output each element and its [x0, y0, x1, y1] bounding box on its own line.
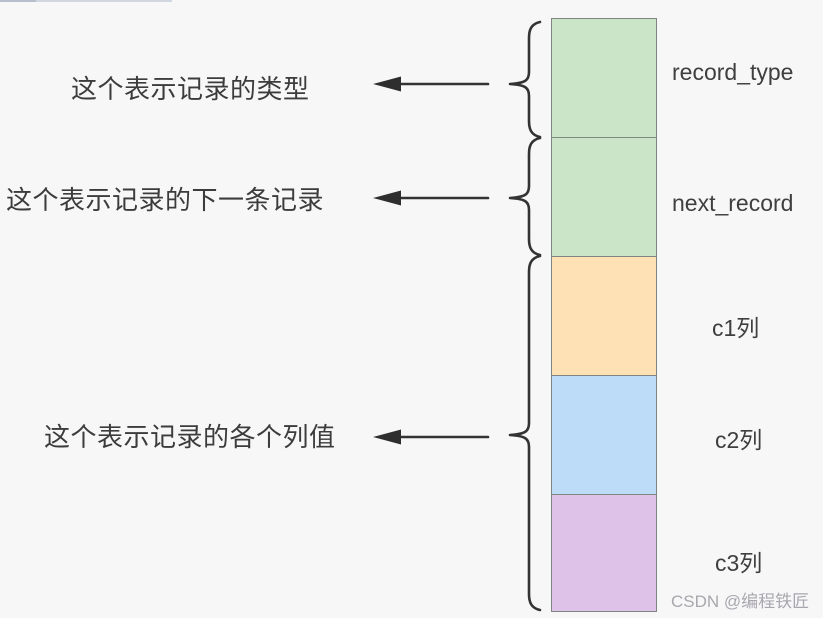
block-c2-column [551, 375, 657, 495]
annotation-record-type: 这个表示记录的类型 [71, 74, 310, 104]
top-edge-artifact [0, 0, 172, 2]
block-c1-column [551, 256, 657, 376]
block-label-next-record: next_record [672, 190, 794, 216]
annotation-next-record: 这个表示记录的下一条记录 [6, 185, 325, 215]
block-c3-column [551, 494, 657, 612]
block-label-c3-column: c3列 [715, 550, 763, 576]
annotation-columns: 这个表示记录的各个列值 [44, 422, 336, 452]
block-next-record [551, 137, 657, 257]
brace-next-record [508, 136, 542, 257]
arrow-next-record-head-icon [373, 190, 401, 206]
watermark: CSDN @编程铁匠 [671, 592, 810, 611]
arrow-record-type-head-icon [373, 76, 401, 92]
block-record-type [551, 18, 657, 138]
brace-record-type [508, 20, 542, 139]
block-label-c1-column: c1列 [712, 315, 760, 341]
block-label-record-type: record_type [672, 59, 794, 85]
block-label-c2-column: c2列 [715, 427, 763, 453]
arrow-columns-head-icon [373, 429, 401, 445]
brace-columns [508, 254, 542, 612]
